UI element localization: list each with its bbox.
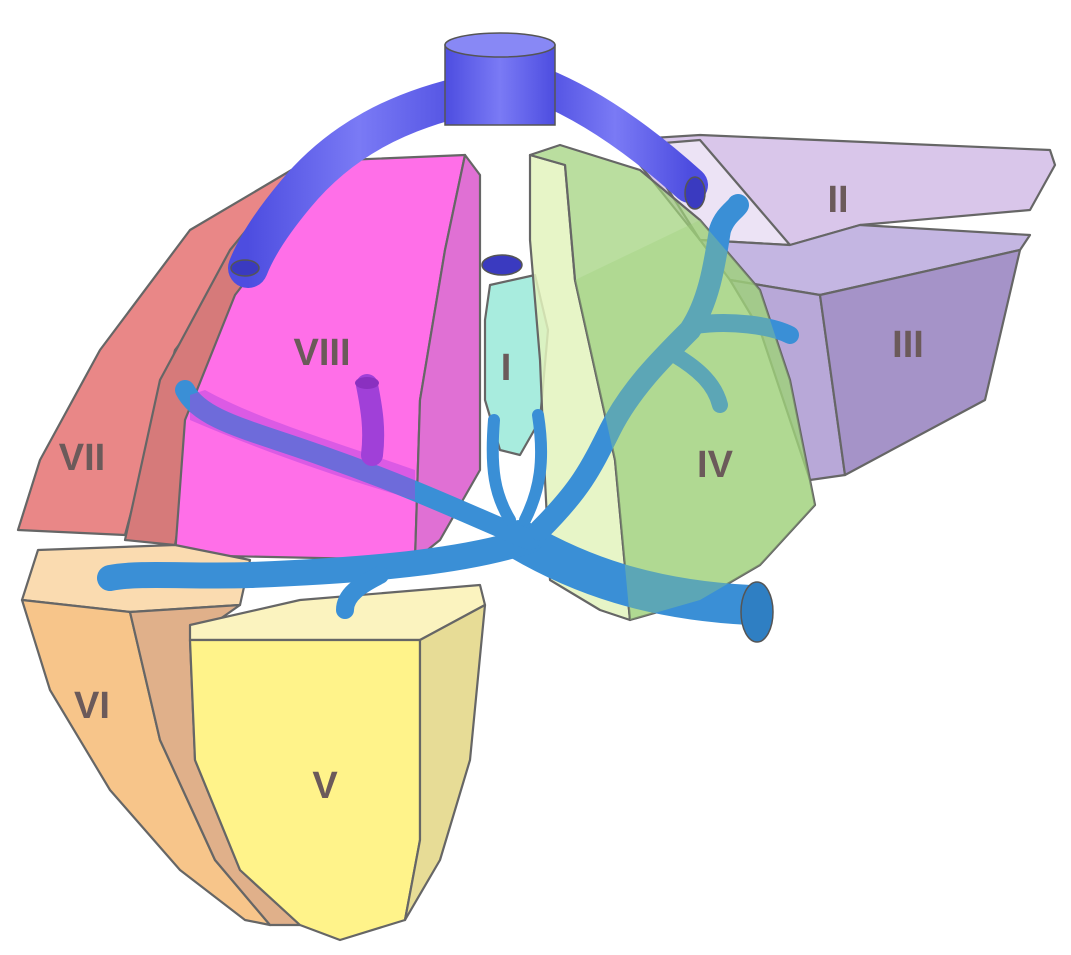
portal-vein-upper-left	[175, 380, 540, 550]
vessel-viii-stub	[356, 374, 385, 466]
label-segment-iv: IV	[697, 444, 734, 486]
portal-vein	[97, 194, 799, 643]
portal-vein-caudate-a	[486, 414, 516, 526]
left-hepatic-vein-cap	[684, 176, 706, 210]
segment-v-side	[403, 603, 487, 922]
portal-vein-right-branch	[97, 527, 543, 591]
hepatic-veins	[228, 32, 708, 288]
segment-iv-tint-overlay	[575, 220, 815, 620]
portal-vein-left-branch-iv	[667, 347, 728, 413]
portal-vein-right-sub	[336, 566, 389, 619]
segment-viii-tint-overlay	[190, 390, 415, 500]
left-hepatic-vein	[522, 67, 708, 203]
segment-iii-side	[818, 248, 1022, 477]
label-segment-i: I	[501, 347, 512, 389]
vessel-viii-stub-cap	[355, 377, 379, 389]
label-segment-viii: VIII	[293, 332, 350, 374]
label-segment-vii: VII	[59, 437, 105, 479]
ivc-top	[444, 32, 556, 58]
label-segment-v: V	[312, 765, 338, 807]
label-segment-vi: VI	[74, 685, 110, 727]
portal-vein-caudate-b	[519, 409, 548, 526]
segment-labels: I II III IV V VI VII VIII	[59, 179, 924, 807]
portal-vein-left-ascending	[529, 194, 749, 541]
portal-vein-left-branch-iii	[686, 314, 799, 344]
right-hepatic-vein-cap	[230, 259, 260, 277]
portal-vein-end-cap	[740, 581, 774, 643]
right-hepatic-vein	[228, 75, 490, 288]
label-segment-ii: II	[827, 179, 848, 221]
portal-vein-main-trunk	[500, 520, 770, 625]
label-segment-iii: III	[892, 324, 924, 366]
segment-iv-right	[528, 143, 817, 622]
middle-hepatic-vein-cap	[481, 254, 523, 276]
